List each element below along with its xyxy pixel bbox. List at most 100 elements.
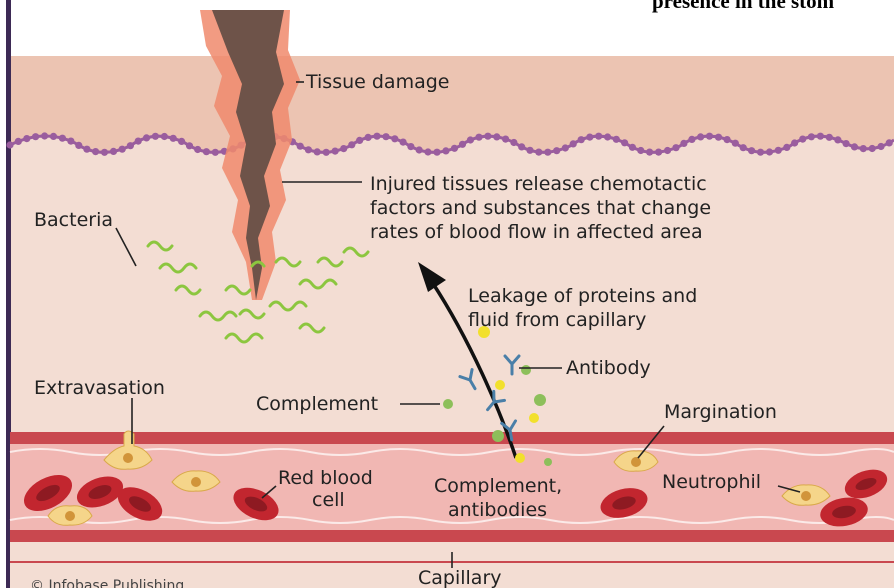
membrane-bead [135, 138, 142, 145]
neutrophil-cell [48, 506, 92, 526]
capillary-lower-wall [10, 530, 894, 542]
membrane-bead [526, 147, 533, 154]
membrane-bead [152, 133, 159, 140]
membrane-bead [562, 144, 569, 151]
membrane-bead [637, 147, 644, 154]
membrane-bead [748, 147, 755, 154]
membrane-bead [75, 142, 82, 149]
label-leakage-line-2: fluid from capillary [468, 309, 646, 331]
membrane-bead [799, 136, 806, 143]
membrane-bead [400, 139, 407, 146]
complement-dot [544, 458, 552, 466]
membrane-bead [493, 133, 500, 140]
membrane-bead [851, 143, 858, 150]
membrane-bead [757, 149, 764, 156]
membrane-bead [680, 140, 687, 147]
membrane-bead [783, 144, 790, 151]
membrane-bead [740, 144, 747, 151]
membrane-bead [356, 137, 363, 144]
membrane-bead [502, 136, 509, 143]
membrane-bead [332, 148, 339, 155]
membrane-bead [843, 140, 850, 147]
membrane-bead [186, 142, 193, 149]
membrane-bead [629, 144, 636, 151]
label-neutrophil: Neutrophil [662, 471, 761, 493]
membrane-bead [424, 148, 431, 155]
membrane-bead [475, 134, 482, 141]
membrane-bead [817, 133, 824, 140]
membrane-bead [407, 143, 414, 150]
complement-dot [492, 430, 504, 442]
membrane-bead [732, 140, 739, 147]
membrane-bead [23, 135, 30, 142]
membrane-bead [621, 139, 628, 146]
membrane-bead [664, 147, 671, 154]
membrane-bead [570, 140, 577, 147]
membrane-bead [510, 139, 517, 146]
membrane-bead [467, 136, 474, 143]
membrane-bead [6, 141, 13, 148]
label-injured-line-1: Injured tissues release chemotactic [370, 173, 707, 195]
membrane-bead [860, 145, 867, 152]
membrane-bead [15, 138, 22, 145]
membrane-bead [416, 146, 423, 153]
membrane-bead [340, 145, 347, 152]
membrane-bead [646, 149, 653, 156]
label-margination: Margination [664, 401, 777, 423]
membrane-bead [518, 143, 525, 150]
label-injured-line-2: factors and substances that change [370, 197, 711, 219]
label-leakage-line-1: Leakage of proteins and [468, 285, 697, 307]
membrane-bead [877, 143, 884, 150]
membrane-bead [672, 144, 679, 151]
membrane-bead [604, 133, 611, 140]
membrane-bead [544, 149, 551, 156]
membrane-bead [688, 136, 695, 143]
membrane-bead [119, 146, 126, 153]
membrane-bead [92, 148, 99, 155]
membrane-bead [59, 135, 66, 142]
membrane-bead [706, 133, 713, 140]
credit-line: © Infobase Publishing [30, 578, 184, 588]
membrane-bead [323, 149, 330, 156]
label-bacteria: Bacteria [34, 209, 113, 231]
membrane-bead [808, 133, 815, 140]
membrane-bead [451, 145, 458, 152]
label-red-blood-line-1: Red blood [278, 467, 373, 489]
label-red-blood-line-2: cell [312, 489, 345, 511]
membrane-bead [724, 136, 731, 143]
membrane-bead [791, 139, 798, 146]
membrane-bead [766, 148, 773, 155]
membrane-bead [586, 134, 593, 141]
capillary-upper-wall [10, 432, 894, 444]
header-fragment: presence in the stom [652, 0, 835, 13]
membrane-bead [127, 142, 134, 149]
label-capillary: Capillary [418, 567, 502, 588]
membrane-bead [826, 134, 833, 141]
membrane-bead [178, 138, 185, 145]
membrane-bead [83, 146, 90, 153]
membrane-bead [655, 149, 662, 156]
membrane-bead [212, 149, 219, 156]
label-tissue-damage: Tissue damage [305, 71, 449, 93]
membrane-bead [110, 148, 117, 155]
protein-dot [515, 453, 525, 463]
membrane-bead [442, 147, 449, 154]
label-injured-line-3: rates of blood flow in affected area [370, 221, 703, 243]
membrane-bead [41, 132, 48, 139]
membrane-bead [834, 136, 841, 143]
complement-dot [521, 365, 531, 375]
label-complement-antibodies-line-1: Complement, [434, 475, 562, 497]
membrane-bead [697, 133, 704, 140]
membrane-bead [297, 143, 304, 150]
membrane-bead [715, 134, 722, 141]
membrane-bead [305, 146, 312, 153]
label-complement-antibodies-line-2: antibodies [448, 499, 547, 521]
complement-dot [534, 394, 546, 406]
protein-dot [495, 380, 505, 390]
membrane-bead [578, 136, 585, 143]
membrane-bead [348, 141, 355, 148]
membrane-bead [553, 147, 560, 154]
label-extravasation: Extravasation [34, 377, 165, 399]
membrane-bead [535, 149, 542, 156]
